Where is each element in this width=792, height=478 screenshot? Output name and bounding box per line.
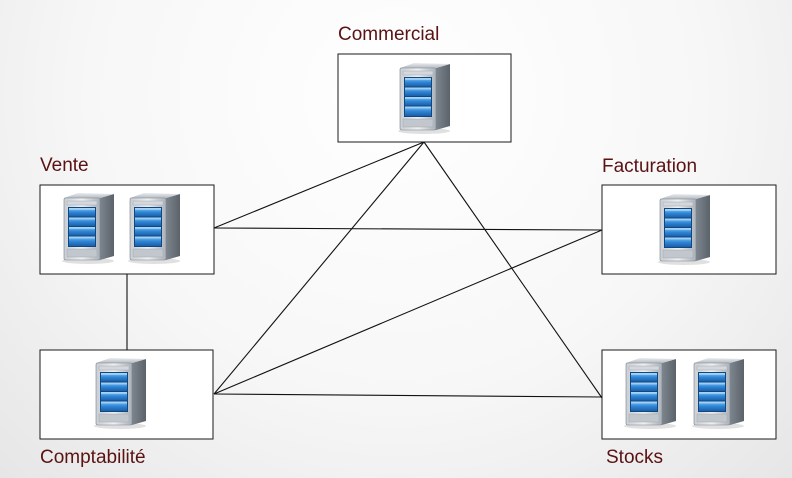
- node-stocks: Stocks: [601, 349, 777, 468]
- server-tower-icon: [691, 357, 745, 429]
- link-facturation-comptabilite: [213, 229, 603, 395]
- node-comptabilite: Comptabilité: [39, 349, 214, 468]
- node-commercial: Commercial: [337, 24, 512, 143]
- node-label-facturation: Facturation: [602, 156, 697, 177]
- link-commercial-vente: [213, 141, 425, 229]
- node-vente: Vente: [39, 155, 215, 275]
- server-tower-icon: [623, 357, 677, 429]
- server-tower-icon: [61, 192, 115, 264]
- server-tower-icon: [93, 357, 147, 429]
- connection-lines: [126, 141, 603, 399]
- node-label-commercial: Commercial: [338, 24, 439, 45]
- server-tower-icon: [127, 192, 181, 264]
- server-tower-icon: [397, 62, 451, 134]
- link-commercial-comptabilite: [213, 141, 425, 395]
- node-label-stocks: Stocks: [606, 447, 663, 468]
- link-vente-facturation: [213, 227, 603, 231]
- node-label-comptabilite: Comptabilité: [40, 447, 146, 468]
- link-commercial-stocks: [423, 141, 603, 399]
- server-tower-icon: [657, 193, 711, 265]
- node-label-vente: Vente: [40, 155, 89, 176]
- node-facturation: Facturation: [601, 156, 777, 275]
- link-comptabilite-stocks: [213, 393, 603, 398]
